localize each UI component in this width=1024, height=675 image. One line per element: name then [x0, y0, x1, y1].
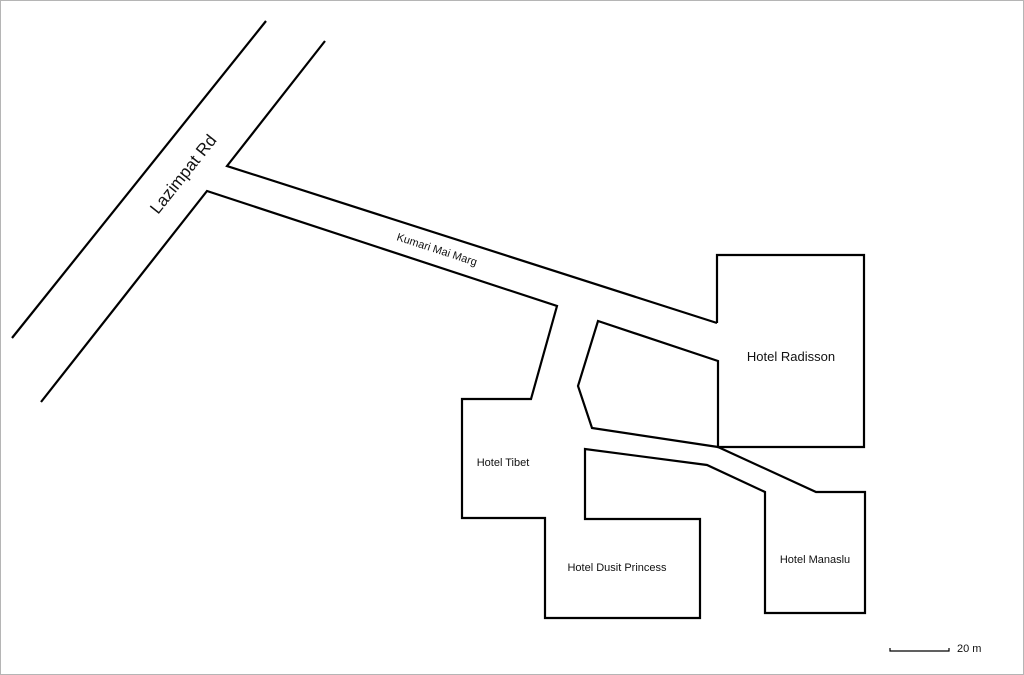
lazimpat-road-west-edge: [11, 20, 267, 339]
building-label-radisson: Hotel Radisson: [747, 349, 835, 364]
scale-bar: [889, 648, 950, 652]
building-label-tibet: Hotel Tibet: [477, 457, 530, 469]
radisson-building-outline: [576, 253, 866, 449]
lazimpat-road-east-edge-south: [40, 189, 867, 620]
lazimpat-road-east-edge-north: [225, 40, 718, 325]
building-label-dusit: Hotel Dusit Princess: [567, 562, 667, 574]
scale-bar-label: 20 m: [957, 643, 981, 655]
building-label-manaslu: Hotel Manaslu: [780, 554, 850, 566]
road-label-lazimpat: Lazimpat Rd: [146, 131, 220, 218]
road-label-kumari: Kumari Mai Marg: [395, 231, 478, 268]
